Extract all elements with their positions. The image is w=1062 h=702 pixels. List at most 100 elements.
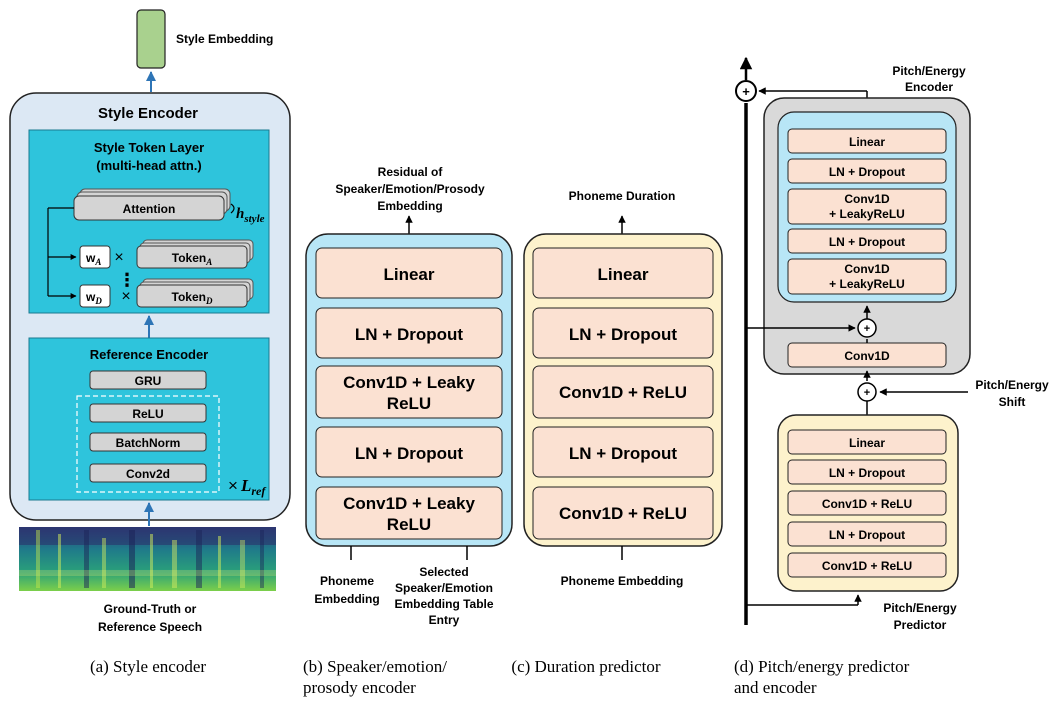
gru-block [89,370,207,390]
output-label-1: Residual of [378,165,444,179]
token-a-label: TokenA [172,251,212,267]
pred-ln-dropout-label-1: LN + Dropout [829,466,905,480]
times-l-ref-label: ×Lref [228,476,266,498]
caption-b-1: (b) Speaker/emotion/ [303,657,447,676]
conv1d-relu-label-1: Conv1D + ReLU [559,383,687,402]
ln-dropout-block-2 [315,426,503,478]
gru-label: GRU [135,374,162,388]
enc-linear-label: Linear [849,135,885,149]
conv1d-leaky-relu-label-1b: ReLU [387,394,431,413]
caption-d-2: and encoder [734,678,817,697]
selected-embedding-label-2: Speaker/Emotion [395,581,493,595]
pred-ln-dropout-block-1 [787,459,947,485]
output-add-node [735,80,757,102]
linear-block [315,247,503,299]
output-label-2: Speaker/Emotion/Prosody [335,182,485,196]
enc-ln-dropout-block-2 [787,228,947,254]
shift-add-plus: + [864,387,870,399]
enc-conv1d-leaky-label-2a: Conv1D [844,262,890,276]
pred-ln-dropout-label-2: LN + Dropout [829,528,905,542]
conv1d-leaky-relu-block-2 [315,486,503,540]
phoneme-embedding-label-1: Phoneme [320,574,374,588]
linear-label: Linear [383,265,434,284]
encoder-label-2: Encoder [905,80,953,94]
pred-linear-label: Linear [849,436,885,450]
ln-dropout-label-1: LN + Dropout [569,325,677,344]
enc-conv1d-leaky-label-1a: Conv1D [844,192,890,206]
conv1d-relu-label-2: Conv1D + ReLU [559,504,687,523]
weight-a-label: wA [85,251,101,267]
ln-dropout-block-2 [532,426,714,478]
caption-a: (a) Style encoder [90,657,206,676]
input-label-1: Ground-Truth or [104,602,197,616]
pred-conv1d-relu-label-2: Conv1D + ReLU [822,559,912,573]
predictor-label-2: Predictor [894,618,947,632]
enc-conv1d-leaky-block-2 [787,258,947,295]
token-a-block [136,245,248,269]
conv1d-leaky-relu-block-1 [315,365,503,419]
shift-label-1: Pitch/Energy [975,378,1049,392]
attention-label: Attention [123,202,176,216]
residual-add-plus: + [864,323,870,335]
enc-linear-block [787,128,947,154]
ln-dropout-label-2: LN + Dropout [355,444,463,463]
conv1d-label: Conv1D [844,349,890,363]
pred-conv1d-relu-block-1 [787,490,947,516]
predictor-label-1: Pitch/Energy [883,601,957,615]
selected-embedding-label-3: Embedding Table [394,597,493,611]
input-label-2: Reference Speech [98,620,202,634]
ln-dropout-label-1: LN + Dropout [355,325,463,344]
relu-block [89,403,207,423]
pred-conv1d-relu-block-2 [787,552,947,578]
phoneme-embedding-label: Phoneme Embedding [561,574,684,588]
enc-ln-dropout-label-2: LN + Dropout [829,235,905,249]
conv1d-leaky-relu-label-2b: ReLU [387,515,431,534]
panel-a-style-encoder: Style Embedding Style Encoder Style Toke… [9,9,291,676]
phoneme-embedding-label-2: Embedding [314,592,379,606]
conv1d-leaky-relu-label-2a: Conv1D + Leaky [343,494,475,513]
ellipsis-dots: ⋮ [118,270,136,290]
token-d-label: TokenD [172,290,213,306]
style-embedding-label: Style Embedding [176,32,273,46]
selected-embedding-label-4: Entry [429,613,460,627]
enc-ln-dropout-block-1 [787,158,947,184]
ln-dropout-block-1 [315,307,503,359]
panel-c-duration-predictor: Phoneme Duration Linear LN + Dropout Con… [511,189,723,676]
weight-d-block [79,284,111,308]
token-d-block [136,284,248,308]
speech-spectrogram [19,527,276,591]
caption-d-1: (d) Pitch/energy predictor [734,657,910,676]
pred-ln-dropout-block-2 [787,521,947,547]
relu-label: ReLU [132,407,163,421]
conv1d-leaky-relu-label-1a: Conv1D + Leaky [343,373,475,392]
panel-d-pitch-energy: + Pitch/Energy Encoder Linear LN + Dropo… [734,56,1049,697]
times-d: × [121,288,130,305]
stl-title-2: (multi-head attn.) [96,158,201,173]
encoder-label-1: Pitch/Energy [892,64,966,78]
conv1d-relu-block-1 [532,365,714,419]
conv2d-label: Conv2d [126,467,170,481]
linear-block [532,247,714,299]
shift-label-2: Shift [999,395,1026,409]
selected-embedding-label-1: Selected [419,565,468,579]
stl-title-1: Style Token Layer [94,140,204,155]
ln-dropout-label-2: LN + Dropout [569,444,677,463]
pred-linear-block [787,429,947,455]
batchnorm-label: BatchNorm [116,436,181,450]
times-a: × [114,249,123,266]
style-embedding-block [136,9,166,69]
batchnorm-block [89,432,207,452]
panel-b-speaker-encoder: Residual of Speaker/Emotion/Prosody Embe… [303,165,513,697]
conv1d-relu-block-2 [532,486,714,540]
linear-label: Linear [597,265,648,284]
ln-dropout-block-1 [532,307,714,359]
enc-conv1d-leaky-label-2b: + LeakyReLU [829,277,905,291]
conv2d-block [89,463,207,483]
enc-conv1d-leaky-label-1b: + LeakyReLU [829,207,905,221]
enc-conv1d-leaky-block-1 [787,188,947,225]
enc-ln-dropout-label-1: LN + Dropout [829,165,905,179]
output-label-3: Embedding [377,199,442,213]
caption-b-2: prosody encoder [303,678,416,697]
phoneme-duration-label: Phoneme Duration [569,189,676,203]
